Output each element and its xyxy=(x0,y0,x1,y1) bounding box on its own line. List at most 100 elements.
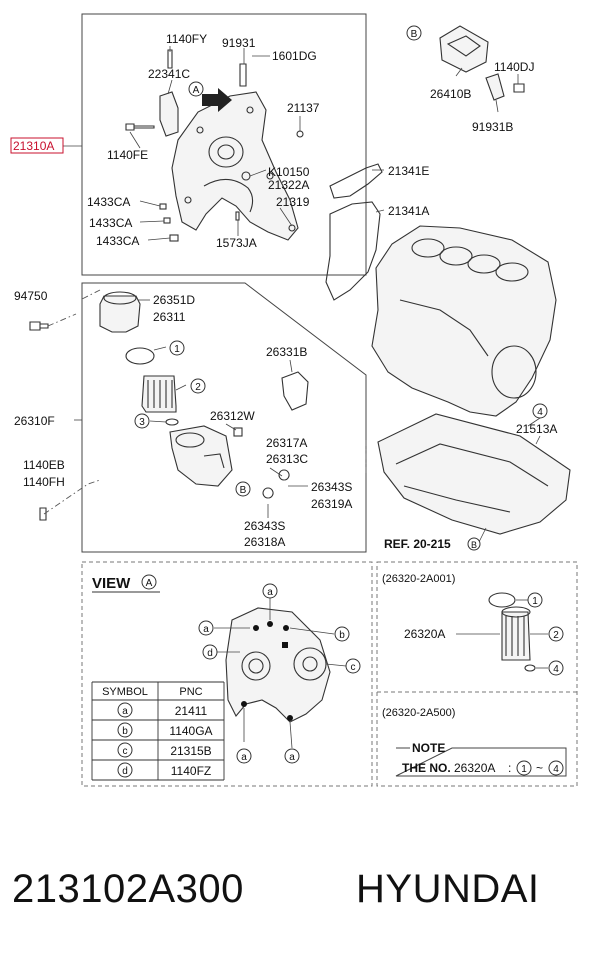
callout-26343S-2: 26343S xyxy=(244,519,285,533)
kit-leaders xyxy=(456,599,548,669)
marker-2-filter: 2 xyxy=(195,382,201,393)
marker-a-top: a xyxy=(267,587,273,598)
engine-block-drawing xyxy=(371,225,557,417)
callout-1433CA-2: 1433CA xyxy=(89,216,132,230)
callout-26319A: 26319A xyxy=(311,497,352,511)
kit-oring-4 xyxy=(524,664,536,672)
callout-22341C: 22341C xyxy=(148,67,190,81)
table-header-pnc: PNC xyxy=(179,686,202,698)
timing-cover-leaders xyxy=(63,46,301,241)
dowel-1433CA-2 xyxy=(163,217,171,224)
highlight-box xyxy=(10,137,64,154)
callout-26331B: 26331B xyxy=(266,345,307,359)
oil-pan-drawing xyxy=(377,413,571,535)
callout-26318A: 26318A xyxy=(244,535,285,549)
footer-brand: HYUNDAI xyxy=(356,867,540,911)
note-part: 26320A xyxy=(454,761,495,775)
seal-26343S-2 xyxy=(262,487,274,499)
dash-filter xyxy=(79,289,101,301)
callout-21341A: 21341A xyxy=(388,204,429,218)
table-row-pnc: 21411 xyxy=(175,704,208,718)
callout-labels: 1140FY 91931 1601DG 22341C 21137 1140FE … xyxy=(14,32,557,551)
callout-94750: 94750 xyxy=(14,289,48,303)
callout-26351D: 26351D xyxy=(153,293,195,307)
filter-oring xyxy=(125,347,155,365)
filter-cap-26351D xyxy=(99,295,141,333)
callout-26311: 26311 xyxy=(153,310,186,324)
note-box xyxy=(395,747,567,777)
footer-part-number: 213102A300 xyxy=(12,867,244,911)
callout-26410B: 26410B xyxy=(430,87,471,101)
marker-c-right: c xyxy=(351,662,356,673)
view-direction-arrow xyxy=(202,88,232,112)
kit-part: 26320A xyxy=(404,627,445,641)
note: NOTE THE NO. 26320A : 1 ~ 4 xyxy=(402,741,559,775)
marker-a-bottom-2: a xyxy=(289,752,295,763)
marker-A: A xyxy=(193,85,200,96)
bolt-1140FE xyxy=(125,123,155,131)
marker-B-filter: B xyxy=(240,485,247,496)
note-sep: : xyxy=(508,761,511,775)
table-row-symbol: d xyxy=(122,766,128,777)
pin-1573JA xyxy=(235,211,240,221)
table-row-symbol: a xyxy=(122,706,128,717)
gasket-21341A xyxy=(325,201,381,301)
note-tilde: ~ xyxy=(536,761,543,775)
oil-filter-leaders xyxy=(74,299,308,518)
symbol-table: SYMBOL PNC a 21411 b 1140GA c 21315B d 1… xyxy=(102,686,213,778)
callout-26317A: 26317A xyxy=(266,436,307,450)
gasket-leaders xyxy=(372,169,385,213)
callout-1140FH: 1140FH xyxy=(23,475,65,489)
marker-d-left: d xyxy=(207,648,213,659)
dowel-1433CA-1 xyxy=(159,203,167,210)
oil-filter-drawing xyxy=(29,291,309,521)
bolt-1140DJ xyxy=(513,83,525,93)
oil-pan xyxy=(377,413,571,535)
view-a-frame xyxy=(81,561,373,787)
callout-K10150: K10150 xyxy=(268,165,310,179)
timing-cover xyxy=(171,91,299,241)
callout-21137: 21137 xyxy=(287,101,320,115)
view-a-bore xyxy=(241,651,271,681)
callout-1573JA: 1573JA xyxy=(216,236,257,250)
view-a-leaders xyxy=(214,598,347,749)
callout-91931B: 91931B xyxy=(472,120,513,134)
filter-housing-26310F xyxy=(169,425,233,487)
mount-bracket-26410B xyxy=(439,25,489,73)
note-prefix: THE NO. xyxy=(402,761,451,775)
marker-B: B xyxy=(411,29,418,40)
engine-block xyxy=(371,225,557,417)
callout-1433CA-1: 1433CA xyxy=(87,195,130,209)
filter-kit-text: (26320-2A001) 26320A (26320-2A500) xyxy=(382,573,455,719)
view-a-drawing xyxy=(225,607,331,723)
callout-26343S-1: 26343S xyxy=(311,480,352,494)
callout-1433CA-3: 1433CA xyxy=(96,234,139,248)
cover-seal-bore xyxy=(208,136,244,168)
marker-4-pan: 4 xyxy=(537,407,543,418)
callout-1140FY: 1140FY xyxy=(166,32,207,46)
marker-circles xyxy=(117,25,564,778)
callout-1140DJ: 1140DJ xyxy=(494,60,534,74)
timing-cover-frame xyxy=(81,13,367,276)
callout-26310F: 26310F xyxy=(14,414,55,428)
dash-1140EB xyxy=(43,479,101,515)
table-row-symbol: b xyxy=(122,726,128,737)
filter-kit-drawing xyxy=(488,592,536,672)
callout-21341E: 21341E xyxy=(388,164,429,178)
table-row-symbol: c xyxy=(123,746,128,757)
callout-26313C: 26313C xyxy=(266,452,308,466)
bolt-1140EB xyxy=(39,507,47,521)
engine-mount-drawing xyxy=(439,25,525,101)
callout-21322A: 21322A xyxy=(268,178,309,192)
table-header-symbol: SYMBOL xyxy=(102,686,148,698)
kit-oring-1 xyxy=(488,592,516,608)
dowel-1433CA-3 xyxy=(169,234,179,242)
callout-1140FE: 1140FE xyxy=(107,148,148,162)
kit-code-2: (26320-2A500) xyxy=(382,707,455,719)
callout-26312W: 26312W xyxy=(210,409,255,423)
gasket-21341E xyxy=(329,163,383,199)
kit-filter-element xyxy=(501,611,531,661)
kit-code-1: (26320-2A001) xyxy=(382,573,455,585)
